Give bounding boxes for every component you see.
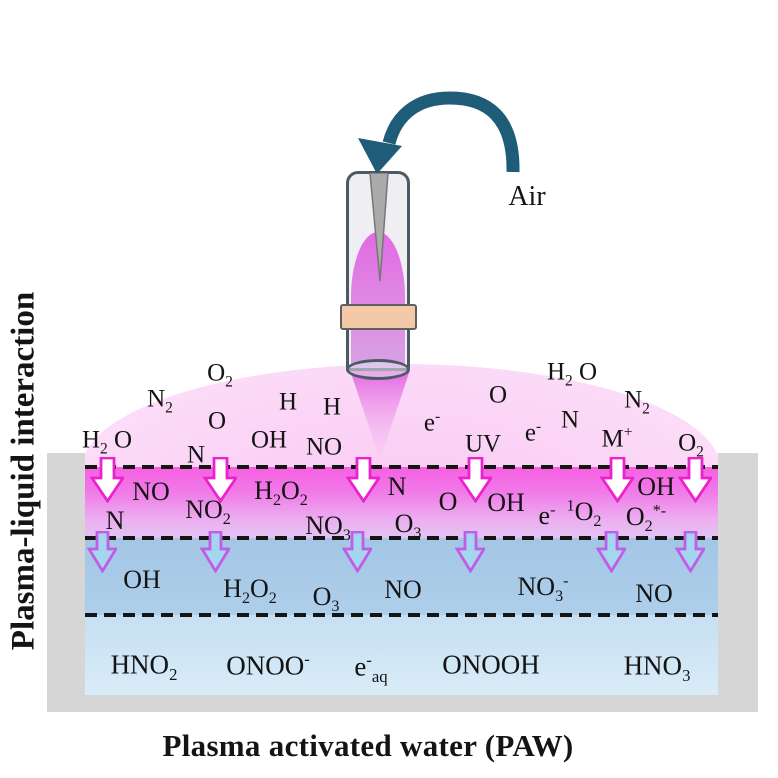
air-label: Air [508, 181, 546, 212]
species-label: N [560, 406, 580, 434]
air-feed-arrow-icon [358, 91, 520, 174]
species-label: H2O2 [223, 574, 277, 608]
electrode-needle-icon [369, 173, 389, 282]
transfer-arrow-icon [89, 456, 126, 504]
tube-open-rim [346, 359, 410, 380]
species-label: e-aq [354, 650, 388, 686]
diffusion-arrow-icon [454, 530, 487, 574]
bulk-paw-line [85, 613, 718, 617]
species-label: HNO3 [623, 650, 691, 685]
species-label: O [488, 381, 508, 409]
species-label: OH [637, 472, 675, 501]
species-label: ONOO- [226, 649, 310, 681]
species-label: O3 [394, 509, 422, 543]
species-label: O [438, 487, 458, 516]
diffusion-arrow-icon [199, 530, 232, 574]
species-label: e- [423, 408, 441, 437]
plasma-cone [350, 370, 410, 460]
species-label: NO [384, 575, 422, 604]
species-label: OH [487, 488, 525, 517]
species-label: NO3 [305, 511, 351, 545]
species-label: N [186, 441, 206, 469]
species-label: N2 [147, 385, 173, 417]
diffusion-arrow-icon [86, 530, 119, 574]
vessel-right-wall [718, 453, 758, 712]
species-label: O3 [312, 582, 340, 616]
transfer-arrow-icon [599, 456, 636, 504]
species-label: H [322, 393, 342, 421]
species-label: H2O2 [254, 476, 308, 510]
diagram-caption: Plasma activated water (PAW) [162, 728, 574, 763]
species-label: H2 O [546, 358, 598, 390]
species-label: UV [464, 430, 502, 458]
gas-liquid-interface-line [85, 465, 718, 469]
species-label: NO2 [185, 495, 231, 529]
species-label: O2 [207, 359, 233, 391]
diffusion-arrow-icon [674, 530, 707, 574]
species-label: NO [132, 477, 170, 506]
species-label: e- [524, 418, 542, 447]
species-label: HNO2 [110, 649, 178, 684]
species-label: N [387, 472, 407, 501]
species-label: O2*- [625, 502, 667, 536]
species-label: 1O2 [566, 497, 602, 531]
diffusion-arrow-icon [341, 530, 374, 574]
paw-liquid-layer [85, 615, 718, 695]
transfer-arrow-icon [457, 456, 494, 504]
transfer-arrow-icon [677, 456, 714, 504]
species-label: O [207, 407, 227, 435]
species-label: NO3- [517, 572, 569, 606]
species-label: N2 [624, 386, 650, 418]
species-label: N [105, 506, 125, 535]
tube-collar [340, 304, 417, 330]
species-label: NO [305, 433, 343, 461]
vessel-bottom [47, 695, 758, 712]
species-label: NO [635, 579, 673, 608]
species-label: H [278, 388, 298, 416]
interface-bulk-line [85, 536, 718, 540]
species-label: OH [250, 426, 288, 454]
diffusion-arrow-icon [595, 530, 628, 574]
transfer-arrow-icon [202, 456, 239, 504]
species-label: OH [123, 565, 161, 594]
species-label: H2 O [81, 426, 133, 458]
species-label: e- [538, 501, 556, 530]
vessel-left-wall [47, 453, 85, 712]
species-label: ONOOH [442, 649, 540, 680]
species-label: M+ [601, 424, 633, 453]
left-vertical-label: Plasma-liquid interaction [5, 291, 42, 651]
species-label: O2 [678, 429, 704, 461]
transfer-arrow-icon [345, 456, 382, 504]
